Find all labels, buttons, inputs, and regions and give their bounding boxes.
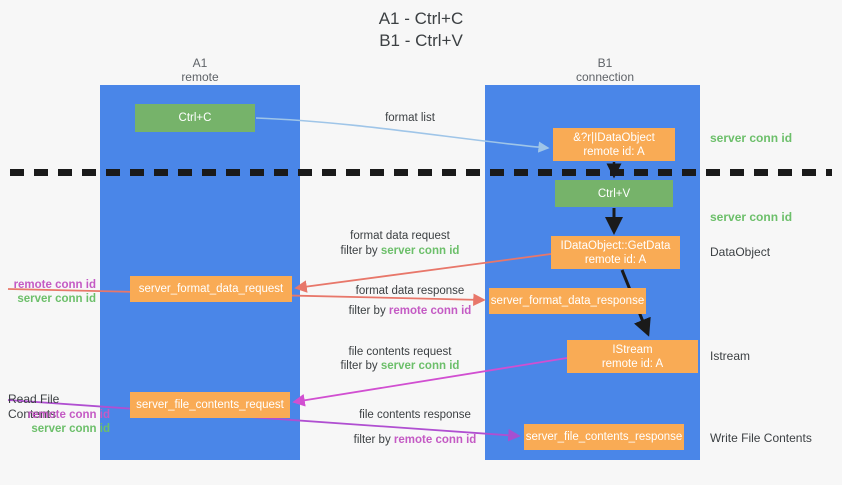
annotation-filter-by-remote-conn-id-1: filter by remote conn id [325, 304, 495, 319]
label-remote-conn-id-2: remote conn id [27, 409, 110, 421]
label-server-conn-id-left-2: server conn id [31, 423, 110, 435]
diagram-title: A1 - Ctrl+C B1 - Ctrl+V [378, 9, 464, 50]
annotation-format-list: format list [385, 112, 435, 124]
label-server-conn-id-mid: server conn id [710, 210, 793, 224]
annotation-filter-by-server-conn-id-2: filter by server conn id [310, 359, 490, 374]
node-idataobject[interactable]: &?r|IDataObject remote id: A [553, 128, 675, 161]
node-ctrl-c[interactable]: Ctrl+C [135, 104, 255, 132]
annotation-file-contents-request: file contents request [348, 346, 452, 358]
node-idataobject-line1: &?r|IDataObject [573, 131, 655, 144]
dashed-divider [10, 169, 832, 176]
column-header-a1: A1 remote [181, 56, 219, 84]
node-server-format-data-request-label: server_format_data_request [138, 283, 284, 295]
node-ctrl-c-label: Ctrl+C [178, 112, 212, 124]
node-server-file-contents-response-label: server_file_contents_response [525, 431, 683, 443]
annotation-format-data-response: format data response [355, 285, 465, 297]
label-remote-conn-id-1: remote conn id [13, 279, 96, 291]
node-ctrl-v-label: Ctrl+V [597, 187, 631, 200]
node-getdata-line1: IDataObject::GetData [560, 239, 671, 252]
annotation-filter-by-server-conn-id-1: filter by server conn id [310, 244, 490, 259]
node-server-format-data-request[interactable]: server_format_data_request [130, 276, 292, 302]
label-write-file-contents: Write File Contents [710, 431, 812, 445]
filter-by-value-3: server conn id [380, 360, 460, 372]
label-dataobject: DataObject [710, 245, 771, 259]
filter-by-label-1: filter by [340, 245, 381, 257]
annotation-filter-by-remote-conn-id-2: filter by remote conn id [325, 433, 505, 448]
filter-by-value-2: remote conn id [388, 305, 472, 317]
node-istream[interactable]: IStream remote id: A [567, 340, 698, 373]
filter-by-label-2: filter by [348, 305, 389, 317]
label-conn-ids-file: remote conn id server conn id [0, 408, 110, 436]
column-header-b1: B1 connection [575, 56, 635, 84]
node-server-file-contents-response[interactable]: server_file_contents_response [524, 424, 684, 450]
node-ctrl-v[interactable]: Ctrl+V [555, 180, 673, 207]
node-server-file-contents-request[interactable]: server_file_contents_request [130, 392, 290, 418]
label-read-file-contents: Read File Contents [8, 392, 60, 421]
node-istream-line1: IStream [612, 343, 653, 356]
node-server-format-data-response[interactable]: server_format_data_response [489, 288, 646, 314]
label-server-conn-id-top: server conn id [710, 131, 793, 145]
label-conn-ids-format: remote conn id server conn id [0, 278, 96, 306]
label-server-conn-id-left-1: server conn id [17, 293, 96, 305]
node-idataobject-line2: remote id: A [583, 145, 645, 158]
annotation-format-data-request: format data request [350, 230, 450, 242]
annotation-file-contents-response: file contents response [359, 409, 471, 421]
filter-by-label-4: filter by [353, 434, 394, 446]
node-getdata[interactable]: IDataObject::GetData remote id: A [551, 236, 680, 269]
filter-by-label-3: filter by [340, 360, 381, 372]
node-istream-line2: remote id: A [601, 357, 664, 370]
node-getdata-line2: remote id: A [584, 253, 647, 266]
node-server-format-data-response-label: server_format_data_response [490, 295, 645, 307]
node-server-file-contents-request-label: server_file_contents_request [136, 399, 284, 411]
label-istream: Istream [710, 349, 751, 363]
filter-by-value-1: server conn id [380, 245, 460, 257]
filter-by-value-4: remote conn id [393, 434, 477, 446]
